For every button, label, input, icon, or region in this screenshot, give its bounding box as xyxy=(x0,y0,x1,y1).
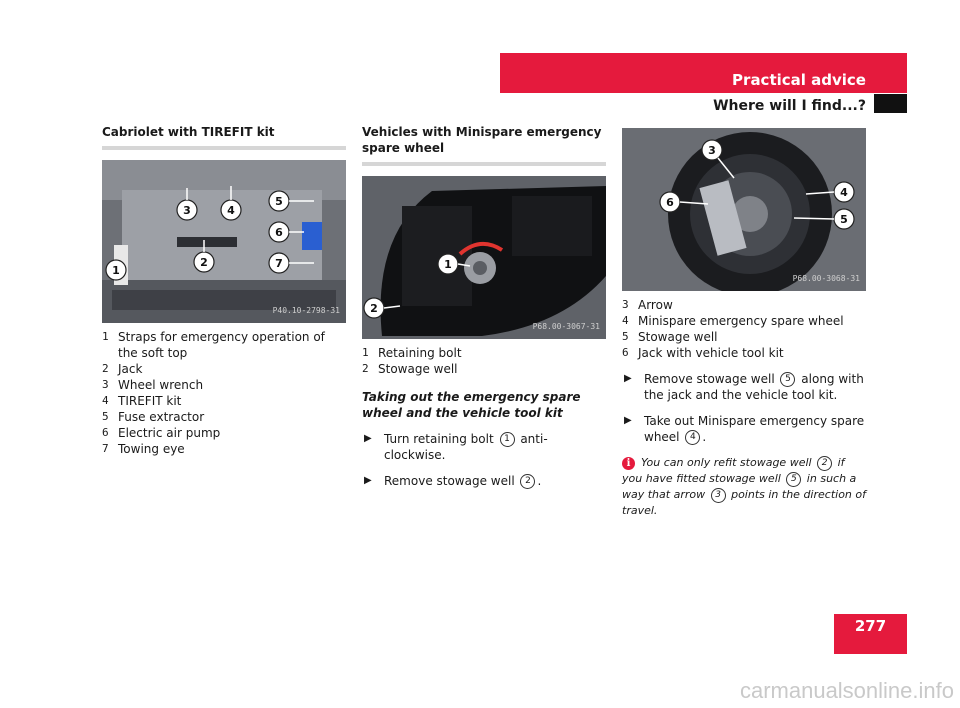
callout-label: 3 xyxy=(708,144,716,157)
column-cabriolet: Cabriolet with TIREFIT kit xyxy=(102,124,346,457)
callout-label: 1 xyxy=(444,258,452,271)
page-number-band xyxy=(834,614,907,654)
callout-label: 6 xyxy=(666,196,674,209)
callout-label: 3 xyxy=(183,204,191,217)
column-minispare: Vehicles with Minispare emergency spare … xyxy=(362,124,606,489)
callout-label: 2 xyxy=(370,302,378,315)
callout-label: 6 xyxy=(275,226,283,239)
page-number: 277 xyxy=(854,617,887,635)
header-tab xyxy=(874,94,907,113)
trunk-photo: 1 2 3 4 5 6 7 P40.10-2798-31 xyxy=(102,160,346,323)
photo-code: P68.00-3067-31 xyxy=(532,322,600,331)
callout-label: 5 xyxy=(275,195,283,208)
instruction-step: ▶ Remove stowage well 2. xyxy=(364,474,542,489)
callout-label: 5 xyxy=(840,213,848,226)
procedure-heading: Taking out the emergency spare wheel and… xyxy=(362,390,581,420)
callout-label: 1 xyxy=(112,264,120,277)
column-title: Vehicles with Minispare emergency spare … xyxy=(362,125,602,155)
info-icon: i xyxy=(622,457,635,470)
spare-wheel-photo: 3 4 5 6 P68.00-3068-31 xyxy=(622,128,866,291)
instruction-step: ▶ Take out Minispare emergency spare whe… xyxy=(624,414,865,445)
column-title: Cabriolet with TIREFIT kit xyxy=(102,125,275,139)
arrow-bullet-icon: ▶ xyxy=(624,415,632,426)
arrow-bullet-icon: ▶ xyxy=(364,475,372,486)
photo-code: P40.10-2798-31 xyxy=(272,306,340,315)
callout-label: 7 xyxy=(275,257,283,270)
section-title: Practical advice xyxy=(732,71,866,89)
title-rule xyxy=(102,146,346,150)
arrow-bullet-icon: ▶ xyxy=(364,433,372,444)
arrow-bullet-icon: ▶ xyxy=(624,373,632,384)
header-band xyxy=(500,53,907,93)
watermark: carmanualsonline.info xyxy=(739,678,954,703)
callout-label: 4 xyxy=(840,186,848,199)
instruction-step: ▶ Remove stowage well 5 along with the j… xyxy=(624,372,864,402)
subsection-title: Where will I find...? xyxy=(713,98,866,114)
instruction-step: ▶ Turn retaining bolt 1 anti-clockwise. xyxy=(364,432,548,462)
title-rule xyxy=(362,162,606,166)
spare-well-photo: 1 2 P68.00-3067-31 xyxy=(362,176,606,339)
callout-label: 4 xyxy=(227,204,235,217)
photo-code: P68.00-3068-31 xyxy=(792,274,860,283)
callout-label: 2 xyxy=(200,256,208,269)
